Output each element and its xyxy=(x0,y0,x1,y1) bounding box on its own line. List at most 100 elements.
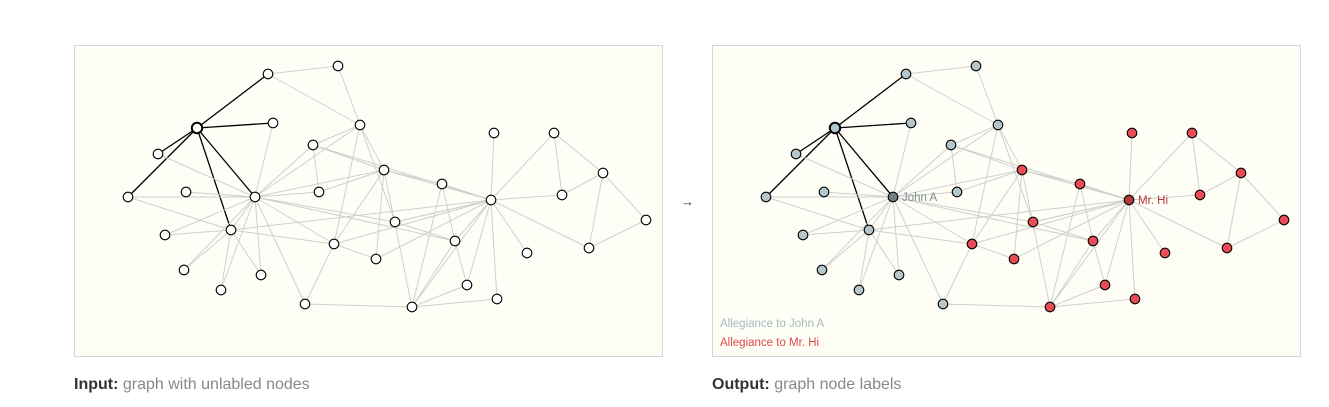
graph-node xyxy=(255,269,267,281)
graph-edge xyxy=(892,122,912,198)
graph-edge xyxy=(254,196,456,242)
graph-node xyxy=(159,229,171,241)
graph-edge xyxy=(318,169,385,193)
graph-edge xyxy=(254,191,320,198)
graph-edge xyxy=(1128,199,1166,254)
graph-edge xyxy=(1049,240,1094,308)
graph-edge xyxy=(1191,132,1242,174)
graph-edge xyxy=(892,124,999,198)
graph-edge xyxy=(185,191,256,198)
legend-john-a: Allegiance to John A xyxy=(720,318,825,330)
graph-edge xyxy=(490,194,563,201)
graph-node xyxy=(1221,242,1233,254)
graph-edge xyxy=(971,169,1023,245)
graph-edge xyxy=(333,243,377,260)
graph-node xyxy=(1008,253,1020,265)
graph-edge xyxy=(164,196,256,236)
graph-node xyxy=(966,238,978,250)
graph-edge xyxy=(1104,199,1130,286)
graph-node xyxy=(190,121,204,135)
graph-edge xyxy=(304,243,335,305)
graph-edge xyxy=(892,144,952,198)
graph-node xyxy=(1194,189,1206,201)
graph-edge xyxy=(337,65,361,126)
graph-node xyxy=(1016,164,1028,176)
graph-node xyxy=(951,186,963,198)
graph-node xyxy=(313,186,325,198)
graph-edge xyxy=(1092,240,1106,286)
graph-edge xyxy=(1226,172,1242,249)
graph-edge xyxy=(1079,183,1094,242)
graph-edge xyxy=(304,303,413,308)
graph-edge xyxy=(411,284,468,308)
graph-edge xyxy=(196,122,274,129)
graph-edge xyxy=(834,73,907,129)
graph-edge xyxy=(254,196,396,223)
graph-node xyxy=(970,60,982,72)
graph-node xyxy=(556,189,568,201)
graph-edge xyxy=(892,196,900,276)
graph-edge xyxy=(220,229,232,291)
graph-edge xyxy=(411,199,492,308)
graph-node xyxy=(853,284,865,296)
graph-edge xyxy=(997,124,1023,171)
graph-node xyxy=(461,279,473,291)
graph-edge xyxy=(254,124,361,198)
graph-edge xyxy=(1049,284,1106,308)
graph-edge xyxy=(333,124,361,245)
node-label-john-a: John A xyxy=(902,192,937,204)
graph-edge xyxy=(892,196,1094,242)
graph-edge xyxy=(858,229,870,291)
graph-node xyxy=(893,269,905,281)
graph-node xyxy=(152,148,164,160)
graph-edge xyxy=(312,144,492,201)
input-graph xyxy=(122,60,652,313)
graph-edge xyxy=(454,199,492,242)
graph-edge xyxy=(359,124,396,223)
graph-edge xyxy=(394,221,456,242)
graph-edge xyxy=(795,153,894,198)
graph-edge xyxy=(1199,172,1242,196)
graph-node xyxy=(818,186,830,198)
graph-node xyxy=(1129,293,1141,305)
graph-node xyxy=(370,253,382,265)
graph-edge xyxy=(490,199,528,254)
graph-edge xyxy=(561,172,604,196)
graph-edge xyxy=(834,122,912,129)
graph-edge xyxy=(375,169,385,260)
graph-edge xyxy=(196,127,256,198)
graph-edge xyxy=(905,65,977,75)
graph-node xyxy=(548,127,560,139)
graph-edge xyxy=(802,196,894,236)
graph-node xyxy=(328,238,340,250)
graph-edge xyxy=(375,199,492,260)
graph-edge xyxy=(254,196,306,305)
graph-node xyxy=(1087,235,1099,247)
graph-node xyxy=(1235,167,1247,179)
graph-edge xyxy=(1032,221,1094,242)
graph-node xyxy=(122,191,134,203)
graph-node xyxy=(1159,247,1171,259)
output-caption-desc: graph node labels xyxy=(774,376,902,393)
graph-edge xyxy=(553,132,563,196)
graph-node xyxy=(790,148,802,160)
graph-node xyxy=(488,127,500,139)
node-label-mr-hi: Mr. Hi xyxy=(1138,195,1168,207)
graph-node xyxy=(640,214,652,226)
graph-edge xyxy=(892,191,958,198)
graph-edge xyxy=(858,196,894,291)
graph-node xyxy=(992,119,1004,131)
graph-edge xyxy=(441,183,456,242)
graph-edge xyxy=(127,196,232,231)
graph-node xyxy=(307,139,319,151)
graph-edge xyxy=(1013,169,1023,260)
graph-node xyxy=(521,247,533,259)
graph-node xyxy=(797,229,809,241)
graph-edge xyxy=(868,199,1130,231)
graph-edge xyxy=(588,172,604,249)
graph-edge xyxy=(975,65,999,126)
graph-node xyxy=(354,119,366,131)
graph-node xyxy=(937,298,949,310)
output-graph: John A Mr. Hi xyxy=(760,60,1290,313)
